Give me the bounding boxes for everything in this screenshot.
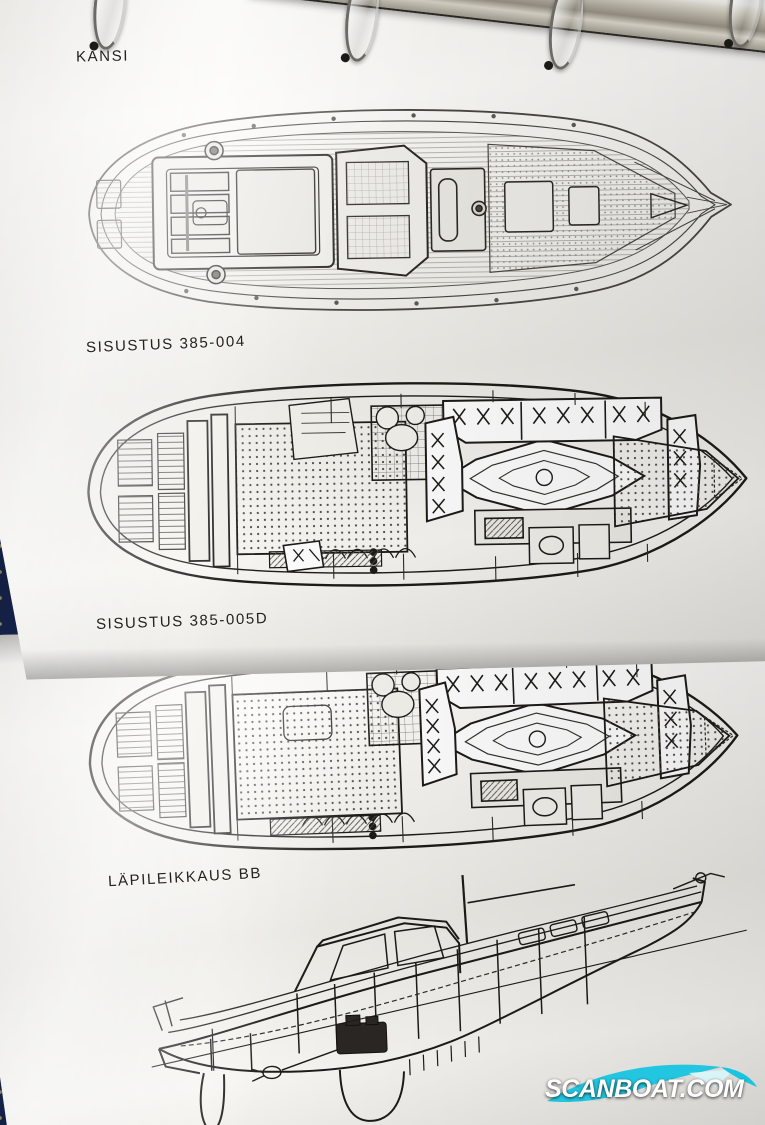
brochure-page-upper <box>0 0 765 680</box>
label-deck-plan: KANSI <box>75 47 130 66</box>
scanboat-watermark: SCANBOAT.COM <box>539 1057 761 1115</box>
swoosh-icon <box>547 1064 757 1103</box>
watermark-text: SCANBOAT.COM <box>545 1075 744 1103</box>
drawing-interior-plan-a <box>65 370 758 603</box>
drawing-deck-plan <box>73 100 736 320</box>
brochure-page-lower <box>0 604 765 1125</box>
